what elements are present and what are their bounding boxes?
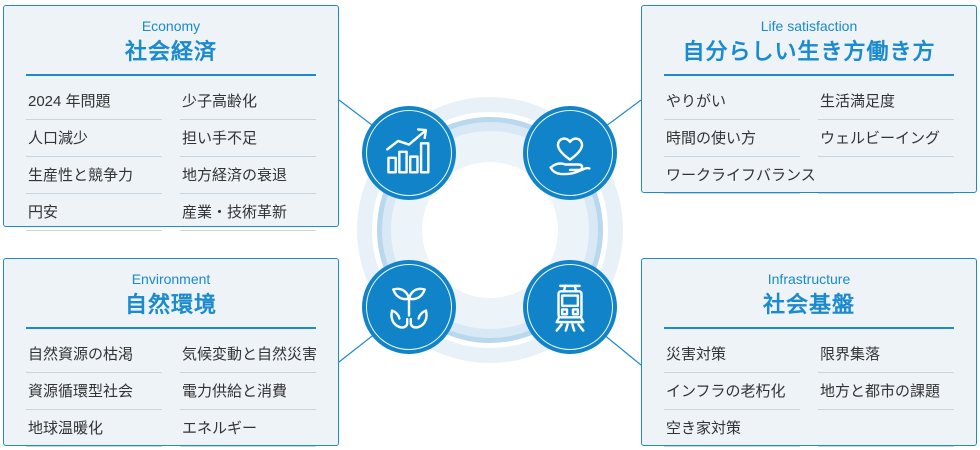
panel-economy-title: 社会経済: [124, 39, 217, 64]
list-item: 限界集落: [818, 338, 954, 373]
train-front-icon: [555, 284, 585, 332]
panel-economy-divider: [26, 74, 316, 76]
list-item: やりがい: [664, 85, 800, 120]
hub-economy: [362, 106, 456, 200]
panel-infrastructure-divider: [664, 327, 954, 329]
list-item: 自然資源の枯渇: [26, 338, 162, 373]
list-item: 生産性と競争力: [26, 159, 162, 194]
panel-economy: Economy 社会経済 2024 年問題 人口減少 生産性と競争力 円安 少子…: [3, 5, 339, 231]
panel-life-en-label: Life satisfaction: [760, 18, 858, 34]
list-item: 人口減少: [26, 122, 162, 157]
list-item: 担い手不足: [180, 122, 316, 157]
heart-in-hand-icon: [549, 137, 591, 176]
panel-life-satisfaction: Life satisfaction 自分らしい生き方働き方 やりがい 時間の使い…: [641, 5, 977, 194]
list-item: エネルギー: [180, 412, 316, 447]
list-item: 地方経済の衰退: [180, 159, 316, 194]
list-item: 円安: [26, 196, 162, 231]
list-item: [818, 412, 954, 447]
list-item: 気候変動と自然災害: [180, 338, 317, 373]
panel-infrastructure-title: 社会基盤: [762, 292, 855, 317]
bar-chart-growth-icon: [386, 128, 430, 174]
panel-environment: Environment 自然環境 自然資源の枯渇 資源循環型社会 地球温暖化 気…: [3, 258, 339, 447]
list-item: 2024 年問題: [26, 85, 162, 120]
panel-environment-title: 自然環境: [124, 292, 217, 317]
panel-infrastructure: Infrastructure 社会基盤 災害対策 インフラの老朽化 空き家対策 …: [641, 258, 977, 447]
list-item: 災害対策: [664, 338, 800, 373]
panel-life-title: 自分らしい生き方働き方: [682, 39, 936, 64]
list-item: 生活満足度: [818, 85, 954, 120]
hub-life-satisfaction: [523, 106, 617, 200]
list-item: 資源循環型社会: [26, 375, 162, 410]
panel-environment-divider: [26, 327, 316, 329]
list-item: 電力供給と消費: [180, 375, 316, 410]
list-item: 空き家対策: [664, 412, 800, 447]
panel-infrastructure-en-label: Infrastructure: [767, 271, 851, 287]
list-item: 地方と都市の課題: [818, 375, 954, 410]
list-item: [818, 159, 954, 194]
list-item: ウェルビーイング: [818, 122, 954, 157]
sprout-in-hands-icon: [390, 287, 428, 329]
list-item: 産業・技術革新: [180, 196, 316, 231]
panel-economy-en-label: Economy: [141, 18, 201, 34]
list-item: ワークライフバランス: [664, 159, 816, 194]
panel-environment-en-label: Environment: [131, 271, 211, 287]
list-item: 時間の使い方: [664, 122, 800, 157]
list-item: インフラの老朽化: [664, 375, 800, 410]
hub-environment: [362, 260, 456, 354]
panel-life-divider: [664, 74, 954, 76]
list-item: 地球温暖化: [26, 412, 162, 447]
list-item: 少子高齢化: [180, 85, 316, 120]
hub-infrastructure: [523, 260, 617, 354]
